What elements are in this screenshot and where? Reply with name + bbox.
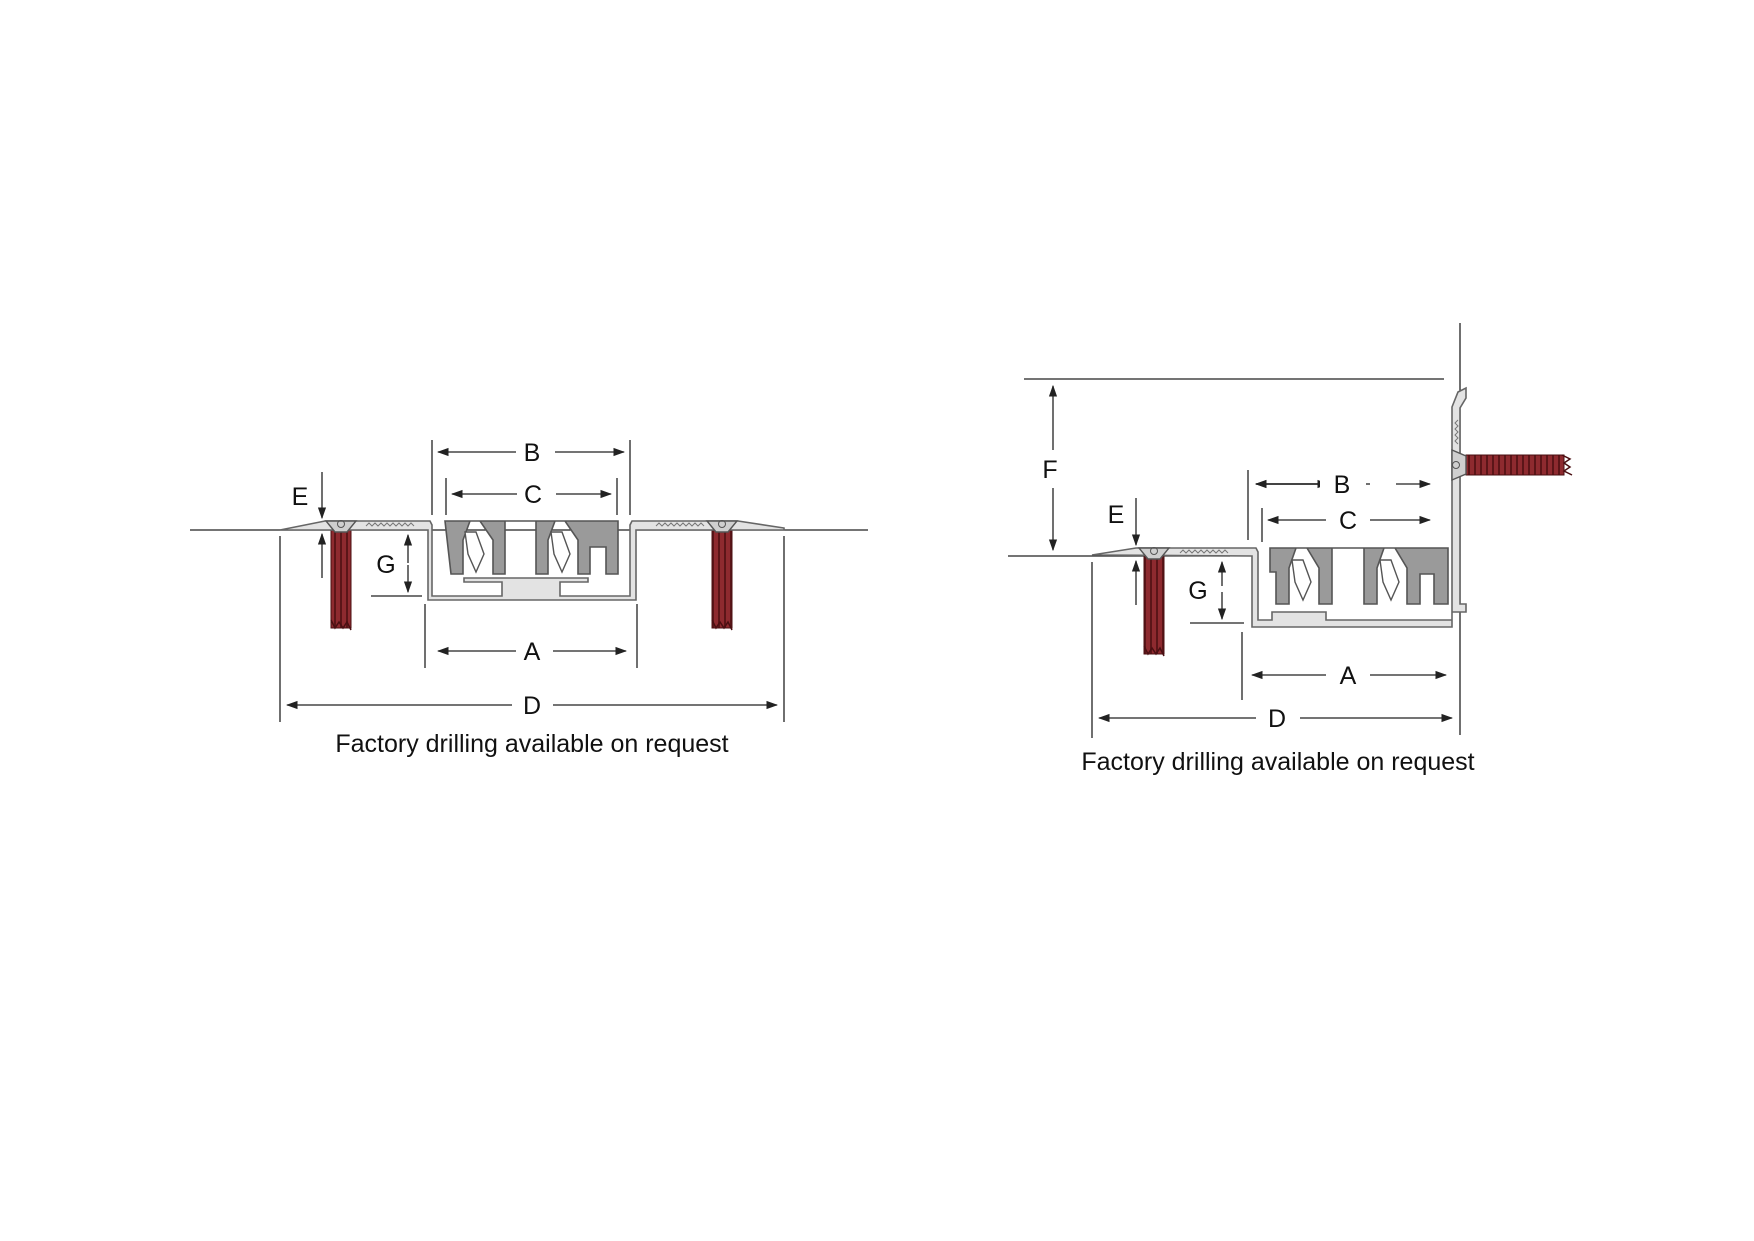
anchor-bolt-floor	[1143, 555, 1165, 657]
rubber-seal-insert-right	[1269, 547, 1449, 605]
dim-label-c-right: C	[1339, 507, 1357, 535]
dim-label-f: F	[1042, 456, 1057, 484]
diagram-left-floor-joint: B C E G A D Factory drilling available o…	[190, 439, 868, 758]
dim-label-d: D	[523, 692, 541, 720]
caption-right: Factory drilling available on request	[1081, 748, 1474, 776]
seal-cutout-1	[464, 531, 485, 574]
dim-label-d-right: D	[1268, 705, 1286, 733]
screw-head-floor	[1137, 547, 1171, 560]
diagram-right-wall-joint: F B C E G A D F	[1008, 323, 1573, 776]
seal-cutout-2	[550, 531, 571, 574]
dim-label-a: A	[524, 638, 541, 666]
aluminium-profile	[279, 520, 785, 601]
screw-head-right	[705, 520, 739, 533]
dim-label-c: C	[524, 481, 542, 509]
dim-label-g: G	[376, 551, 395, 579]
dim-label-b-right: B	[1334, 471, 1351, 499]
caption-left: Factory drilling available on request	[335, 730, 728, 758]
seal-cutout-3	[1291, 559, 1312, 602]
dim-label-e-right: E	[1108, 501, 1125, 529]
anchor-bolt-left	[330, 529, 352, 631]
dim-label-b: B	[524, 439, 541, 467]
dim-label-e: E	[292, 483, 309, 511]
anchor-bolt-right	[711, 529, 733, 631]
dim-label-a-right: A	[1340, 662, 1357, 690]
rubber-seal-insert	[444, 520, 619, 575]
seal-cutout-4	[1379, 559, 1400, 602]
dim-label-g-right: G	[1188, 577, 1207, 605]
anchor-bolt-wall	[1465, 454, 1573, 476]
screw-head-left	[324, 520, 358, 533]
aluminium-corner-profile	[1091, 386, 1467, 628]
